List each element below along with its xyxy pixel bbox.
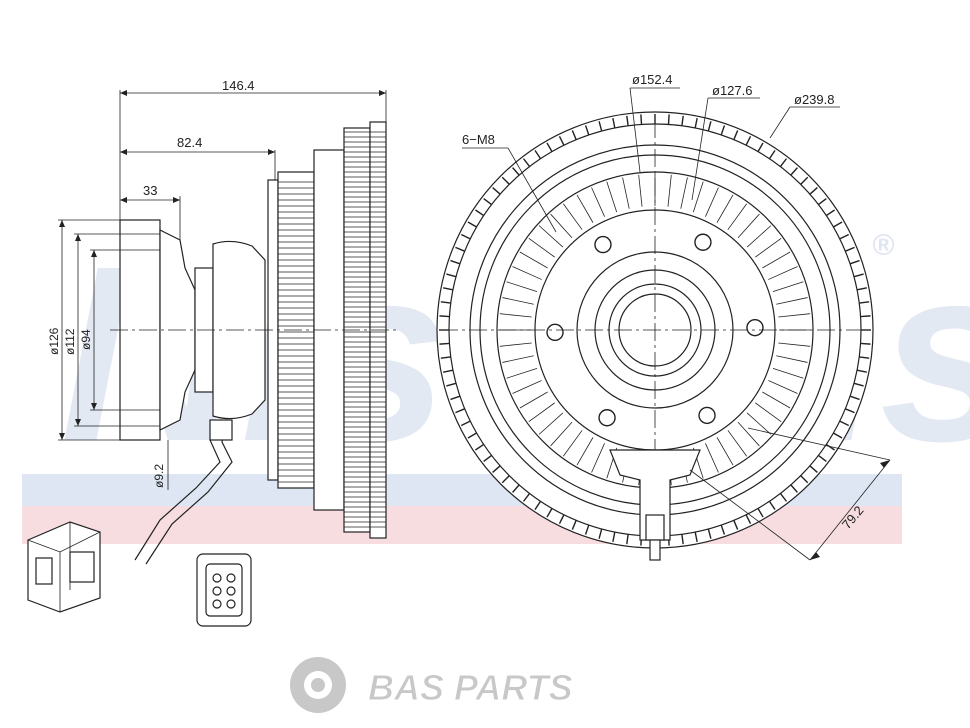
connector-angle-view bbox=[27, 521, 101, 613]
dim-dia-127-6: ø127.6 bbox=[712, 83, 752, 98]
dim-dia-94: ø94 bbox=[79, 329, 93, 350]
dim-mid-length: 82.4 bbox=[177, 135, 202, 150]
registered-mark: ® bbox=[872, 229, 895, 262]
side-view: 146.4 82.4 33 ø126 ø112 ø94 bbox=[47, 78, 400, 565]
dim-dia-9-2: ø9.2 bbox=[152, 464, 166, 488]
front-view: ø152.4 ø127.6 ø239.8 6−M8 79.2 bbox=[436, 72, 891, 561]
dim-dia-112: ø112 bbox=[63, 328, 77, 355]
logo-text: BAS PARTS bbox=[368, 667, 573, 708]
dim-overall-length: 146.4 bbox=[222, 78, 255, 93]
bas-parts-logo: BAS PARTS bbox=[290, 657, 573, 713]
dim-dia-152-4: ø152.4 bbox=[632, 72, 672, 87]
bolt-pattern-label: 6−M8 bbox=[462, 132, 495, 147]
dim-dia-239-8: ø239.8 bbox=[794, 92, 834, 107]
connector-front-view bbox=[196, 553, 252, 627]
dim-small-length: 33 bbox=[143, 183, 157, 198]
dim-dia-126: ø126 bbox=[47, 327, 61, 355]
